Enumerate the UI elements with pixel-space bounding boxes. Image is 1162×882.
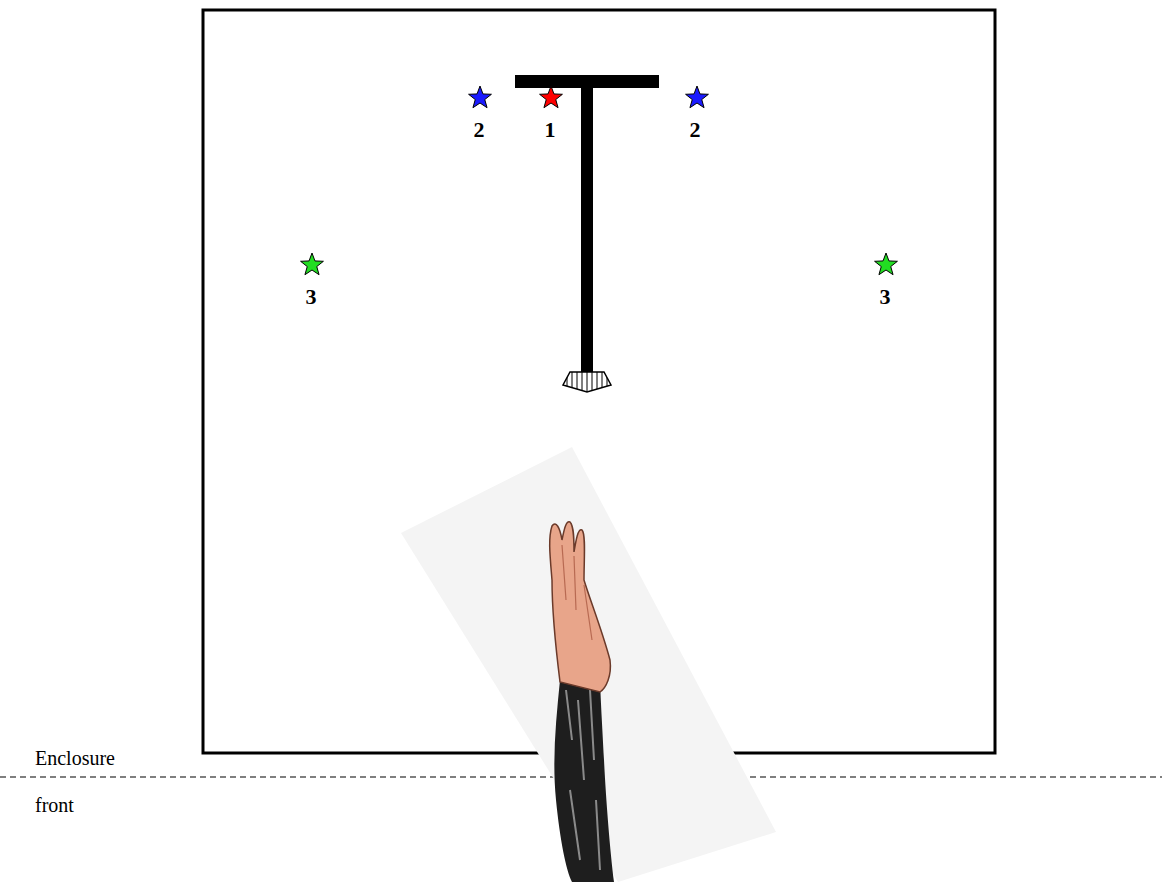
location-star [540, 86, 563, 108]
barrier-stem [581, 82, 593, 372]
location-star [301, 253, 324, 275]
camera-symbol [563, 372, 611, 392]
location-star [686, 86, 709, 108]
location-star [469, 86, 492, 108]
callout-number: 1 [545, 119, 556, 141]
pointing-arm [401, 447, 776, 882]
callout-number: 3 [880, 286, 891, 308]
side-label: front [35, 795, 74, 815]
enclosure-outline [203, 10, 995, 753]
callout-number: 2 [690, 119, 701, 141]
callout-number: 2 [474, 119, 485, 141]
side-label: Enclosure [35, 748, 115, 768]
callout-number: 3 [306, 286, 317, 308]
location-star [875, 253, 898, 275]
